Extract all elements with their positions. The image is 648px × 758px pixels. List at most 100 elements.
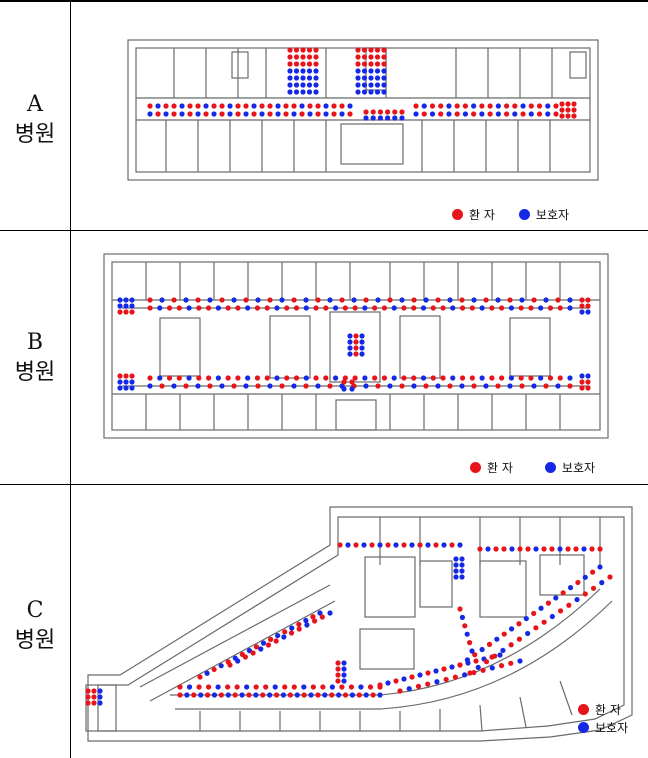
guardian-dot — [243, 111, 249, 117]
guardian-dot — [581, 546, 587, 552]
patient-dot — [547, 305, 554, 311]
guardian-dot — [361, 82, 368, 88]
patient-dot — [368, 61, 374, 67]
guardian-dot — [260, 640, 267, 646]
patient-dot — [503, 103, 510, 109]
guardian-dot — [417, 672, 423, 678]
guardian-dot — [374, 75, 381, 81]
patient-dot — [433, 542, 439, 548]
guardian-dot — [313, 89, 319, 95]
patient-dot — [516, 636, 523, 642]
patient-dot — [283, 111, 289, 117]
patient-dot — [91, 700, 97, 706]
guardian-dot — [203, 103, 209, 109]
patient-dot — [335, 666, 341, 672]
guardian-dot — [450, 375, 456, 381]
patient-dot — [385, 542, 391, 548]
guardian-dot — [469, 648, 475, 654]
patient-dot — [293, 61, 300, 67]
patient-dot — [369, 542, 375, 548]
patient-dot — [91, 688, 97, 694]
patient-dot — [264, 375, 270, 381]
patient-dot — [480, 667, 486, 673]
patient-dot — [219, 297, 225, 303]
guardian-dot — [495, 297, 501, 303]
guardian-dot — [287, 75, 293, 81]
patient-dot — [567, 383, 573, 389]
legend-patient-label: 환 자 — [469, 208, 495, 222]
patient-dot — [355, 61, 361, 67]
patient-dot — [469, 375, 475, 381]
guardian-dot — [361, 542, 367, 548]
guardian-dot — [347, 345, 353, 351]
guardian-dot — [300, 68, 306, 74]
guardian-dot — [517, 658, 523, 664]
patient-dot — [471, 111, 477, 117]
patient-dot — [472, 652, 478, 658]
guardian-dot — [464, 631, 470, 637]
guardian-dot — [453, 556, 459, 562]
guardian-dot — [293, 68, 300, 74]
patient-dot — [582, 591, 588, 597]
guardian-dot — [280, 692, 287, 698]
guardian-dot — [129, 385, 135, 391]
patient-dot — [560, 590, 566, 596]
patient-dot — [536, 111, 543, 117]
patient-dot — [559, 113, 565, 119]
guardian-dot — [293, 75, 300, 81]
guardian-dot — [381, 82, 387, 88]
patient-dot — [520, 111, 526, 117]
guardian-dot — [117, 379, 123, 385]
guardian-dot — [508, 305, 514, 311]
patient-dot — [341, 379, 347, 385]
patient-dot — [571, 113, 577, 119]
patient-dot — [299, 111, 305, 117]
patient-dot — [401, 375, 407, 381]
patient-dot — [501, 546, 507, 552]
patient-dot — [313, 47, 319, 53]
patient-dot — [337, 542, 343, 548]
patient-dot — [579, 379, 585, 385]
patient-dot — [471, 383, 477, 389]
patient-dot — [315, 111, 321, 117]
guardian-dot — [341, 386, 347, 392]
patient-dot — [585, 379, 591, 385]
patient-dot — [313, 61, 319, 67]
patient-dot — [479, 103, 485, 109]
guardian-dot — [368, 68, 374, 74]
guardian-dot — [462, 672, 468, 678]
patient-dot — [254, 305, 261, 311]
patient-dot — [430, 305, 436, 311]
guardian-dot — [597, 564, 603, 570]
guardian-dot — [293, 89, 300, 95]
patient-dot — [191, 692, 197, 698]
patient-dot — [356, 692, 362, 698]
patient-dot — [293, 47, 300, 53]
patient-dot-icon — [452, 209, 463, 220]
patient-dot — [423, 383, 429, 389]
guardian-dot — [289, 625, 295, 631]
patient-dot — [425, 670, 431, 676]
patient-dot — [177, 684, 183, 690]
legend-b: 환 자 보호자 — [470, 459, 595, 476]
guardian-dot — [528, 111, 534, 117]
guardian-dot — [409, 542, 415, 548]
patient-dot — [411, 305, 417, 311]
guardian-dot — [345, 542, 351, 548]
guardian-dot — [300, 82, 306, 88]
guardian-dot — [215, 375, 221, 381]
patient-dot — [291, 103, 297, 109]
guardian-dot — [306, 68, 313, 74]
guardian-dot — [327, 297, 333, 303]
patient-dot — [253, 684, 259, 690]
patient-dot — [473, 658, 479, 664]
top-rule — [0, 0, 648, 2]
patient-dot — [255, 383, 261, 389]
patient-dot — [399, 383, 405, 389]
patient-dot — [495, 383, 501, 389]
patient-dot — [452, 674, 458, 680]
patient-dot — [352, 375, 358, 381]
patient-dot — [459, 297, 465, 303]
hospital-letter: C — [26, 598, 44, 623]
guardian-dot — [446, 111, 452, 117]
